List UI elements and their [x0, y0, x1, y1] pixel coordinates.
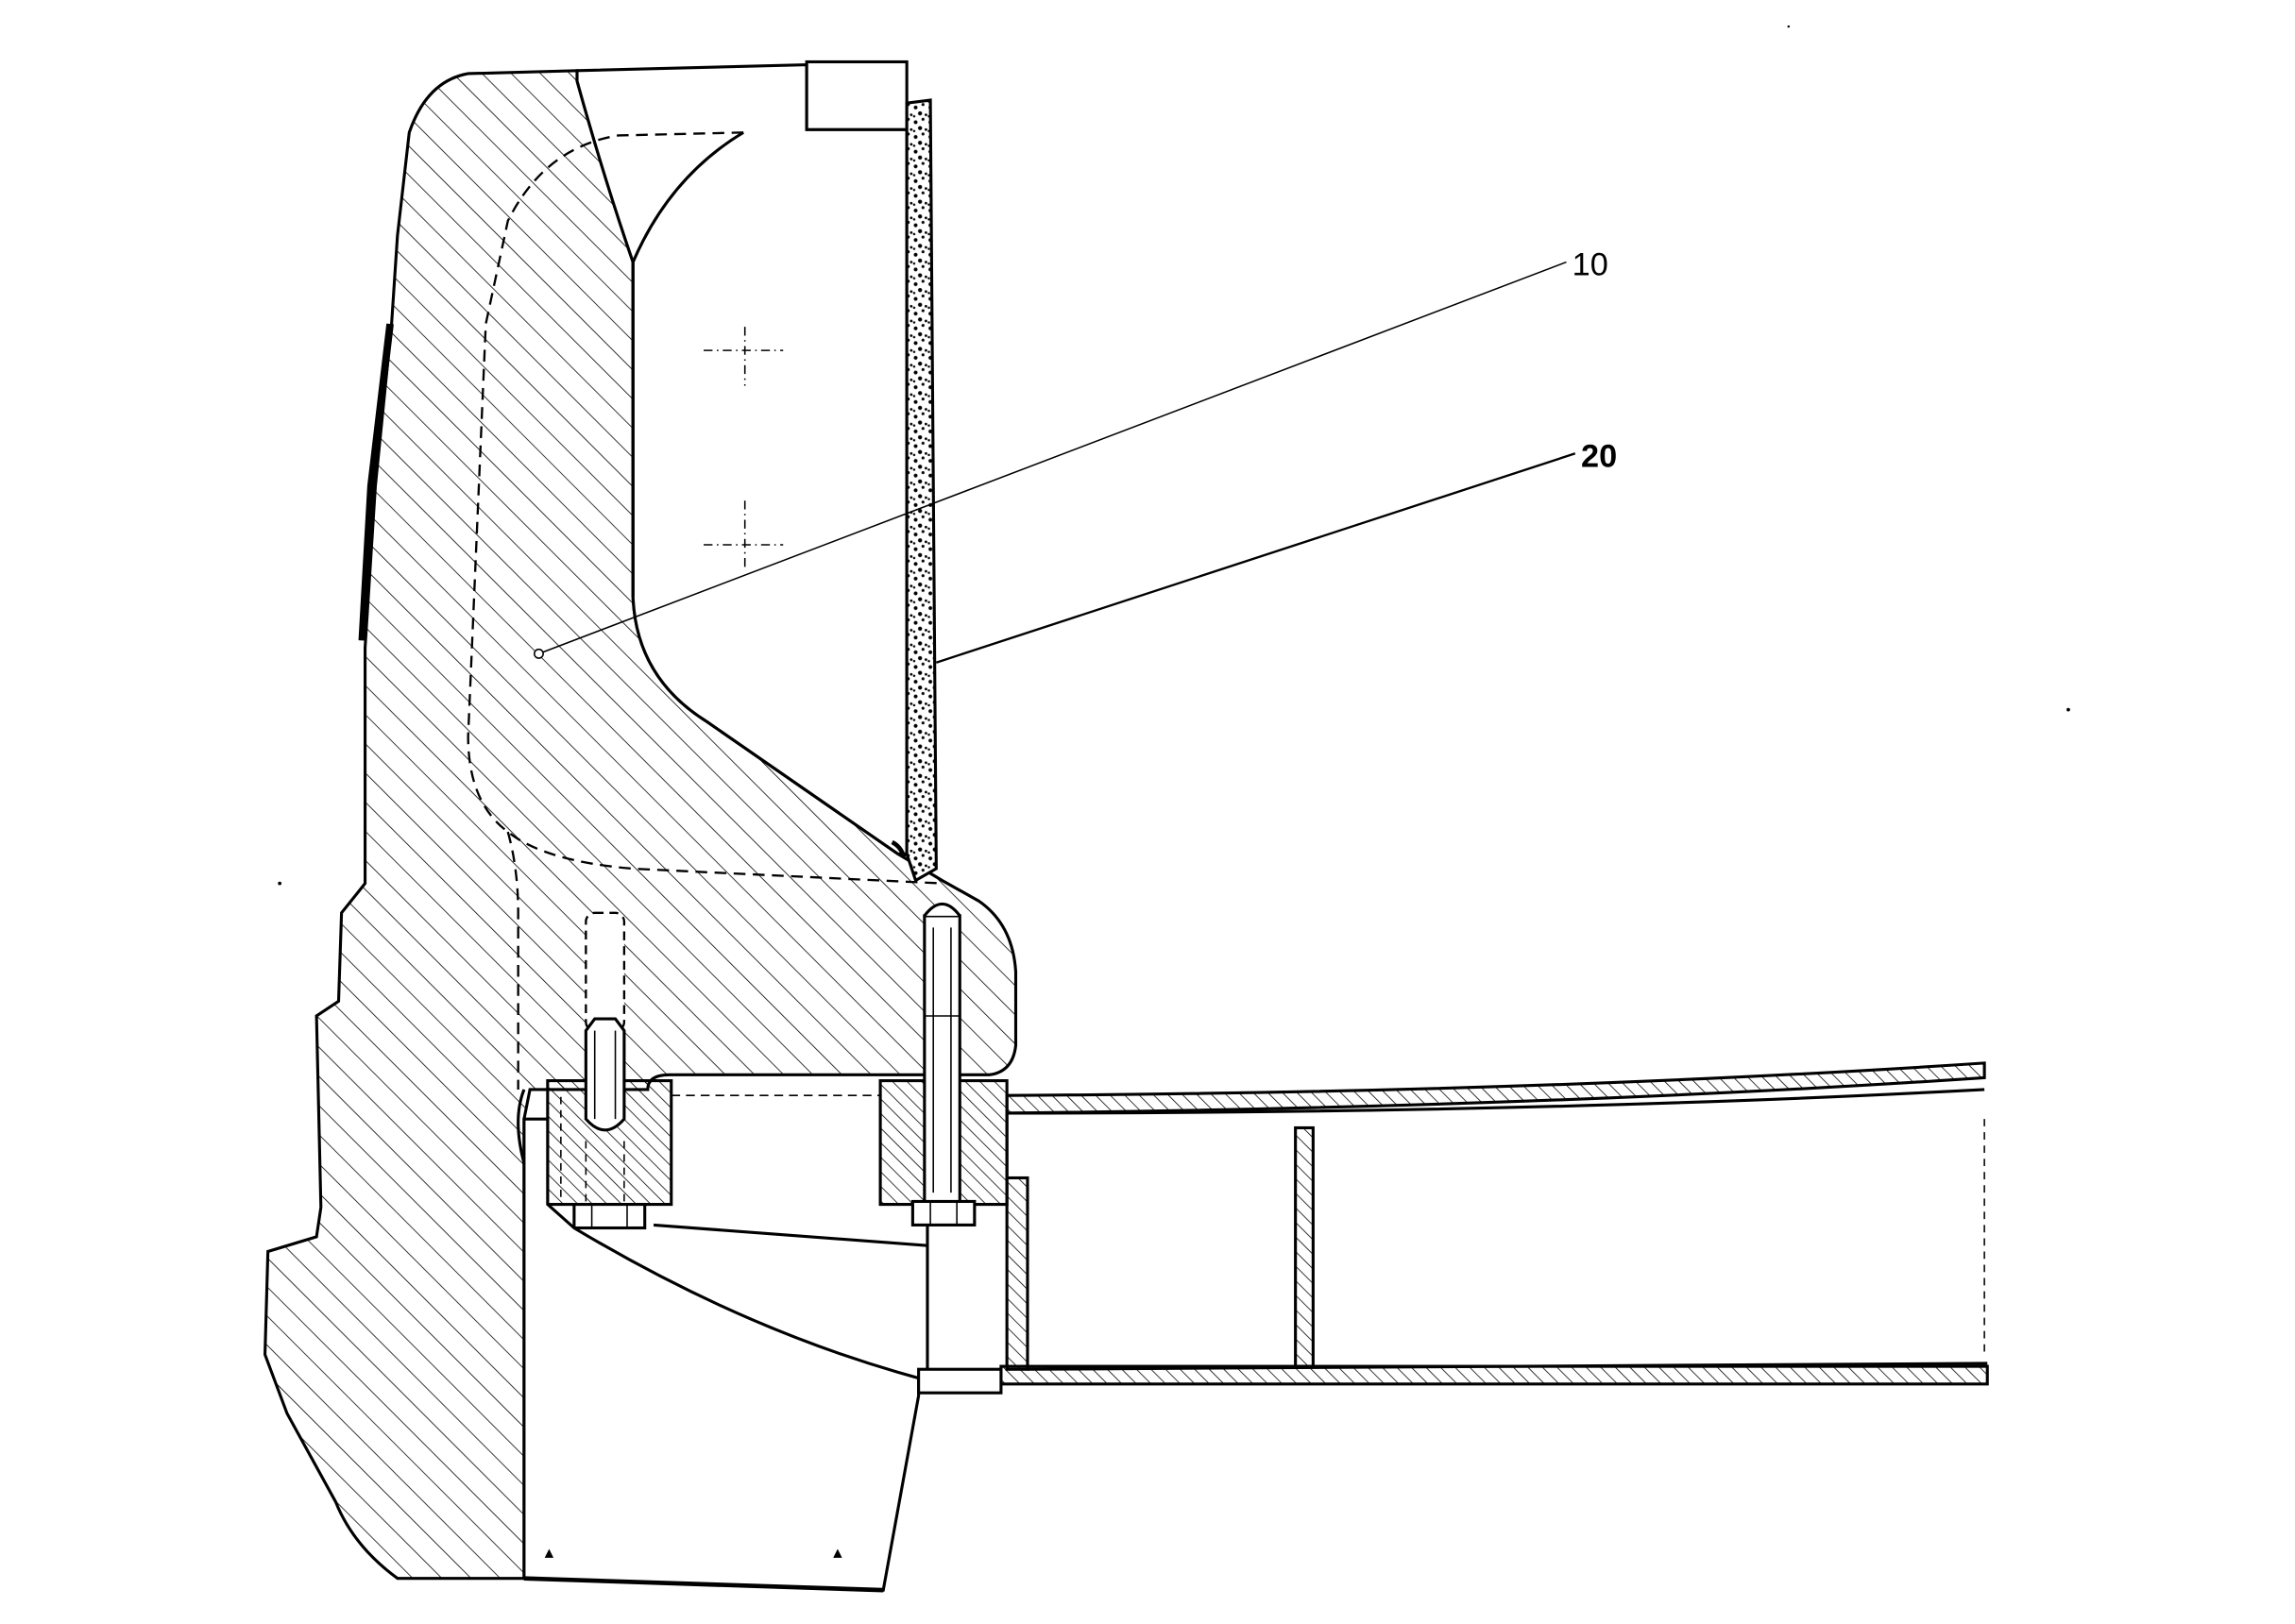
hidden-contour	[467, 131, 943, 885]
reference-numeral-20: 20	[1581, 438, 1617, 474]
leader-lines	[534, 261, 1576, 664]
scan-specks	[278, 25, 2070, 886]
lining-strip	[891, 98, 938, 883]
right-clamp-block	[671, 902, 1009, 1379]
reference-numeral-10: 10	[1572, 247, 1608, 283]
lower-skirt	[522, 1117, 928, 1593]
left-clamp-block	[517, 911, 673, 1230]
upper-cavity	[575, 59, 909, 856]
frame-structure	[917, 1061, 1989, 1395]
